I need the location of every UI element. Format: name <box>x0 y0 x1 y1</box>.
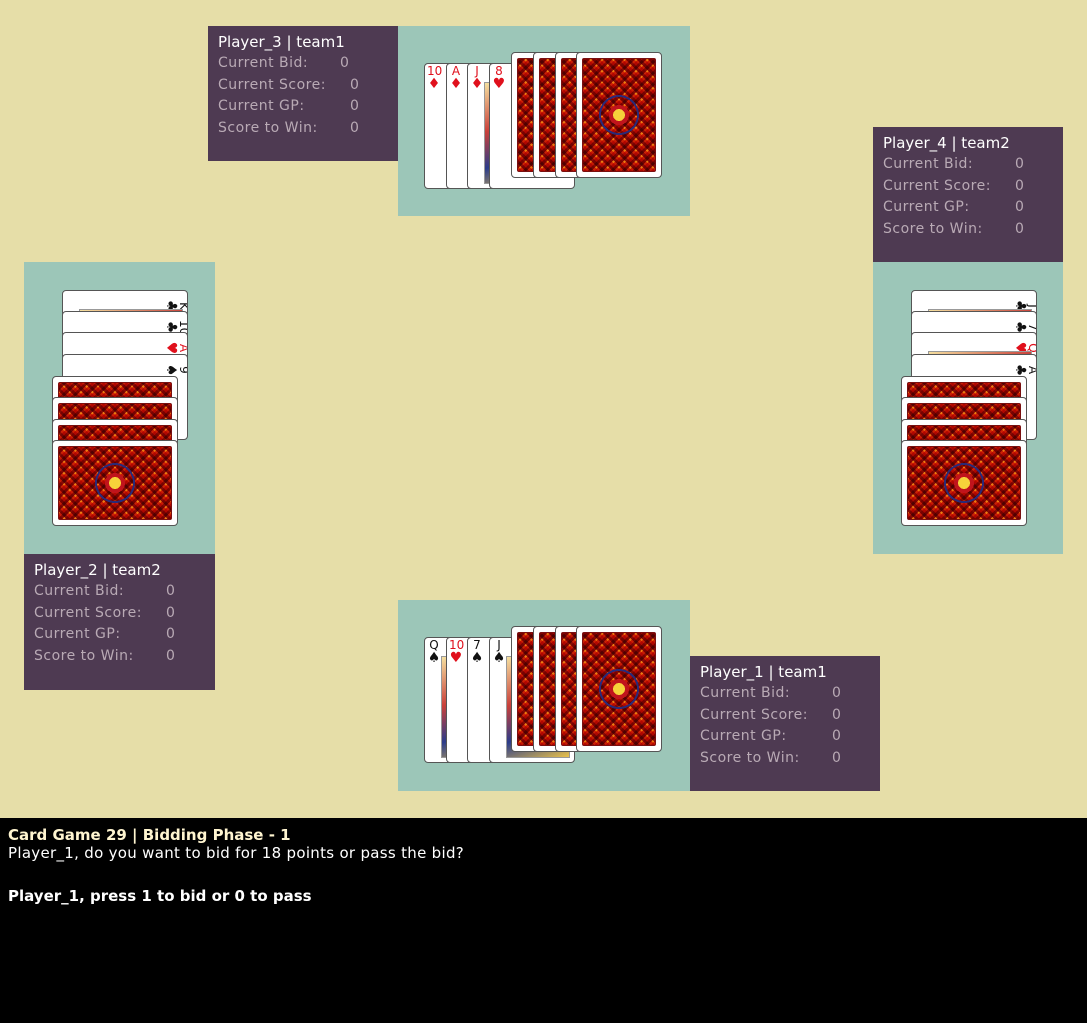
player-3-hand: 10♦♦A♦♦J♦8♥♥ <box>398 26 690 216</box>
score-label: Current Score: <box>883 177 991 194</box>
score-label: Current Score: <box>700 706 808 723</box>
card-back[interactable] <box>901 440 1027 526</box>
card-back[interactable] <box>576 52 662 178</box>
card-rank: 10 <box>427 64 443 78</box>
gp-value: 0 <box>166 626 176 642</box>
score-value: 0 <box>1015 177 1025 194</box>
win-value: 0 <box>832 749 842 766</box>
win-value: 0 <box>350 119 360 136</box>
card-rank: J <box>475 64 479 78</box>
win-label: Score to Win: <box>883 220 983 237</box>
game-console: Card Game 29 | Bidding Phase - 1 Player_… <box>0 818 1087 1023</box>
card-suit: ♠ <box>470 650 484 666</box>
gp-label: Current GP: <box>218 98 305 114</box>
gp-label: Current GP: <box>700 728 787 744</box>
score-value: 0 <box>832 706 842 723</box>
card-back-pattern <box>58 446 172 520</box>
player-3-title: Player_3 | team1 <box>218 33 345 51</box>
card-suit: ♥ <box>492 76 506 92</box>
card-back[interactable] <box>576 626 662 752</box>
score-label: Current Score: <box>34 604 142 621</box>
win-label: Score to Win: <box>34 647 134 664</box>
card-rank: A <box>451 64 461 78</box>
gp-value: 0 <box>350 98 360 114</box>
card-rank: 10 <box>449 638 465 652</box>
card-index: A♥ <box>163 341 187 355</box>
input-prompt[interactable]: Player_1, press 1 to bid or 0 to pass <box>8 887 312 905</box>
bid-value: 0 <box>1015 156 1025 172</box>
player-1-info: Player_1 | team1 Current Bid: 0 Current S… <box>690 656 880 791</box>
card-back[interactable] <box>52 440 178 526</box>
card-suit: ♠ <box>163 363 179 377</box>
player-3-info: Player_3 | team1 Current Bid: 0 Current S… <box>208 26 398 161</box>
card-index: A♣ <box>1012 363 1036 377</box>
card-rank: Q <box>429 638 439 652</box>
score-value: 0 <box>350 76 360 93</box>
card-back-pattern <box>582 632 656 746</box>
bid-label: Current Bid: <box>700 685 791 701</box>
player-2-info: Player_2 | team2 Current Bid: 0 Current S… <box>24 554 215 690</box>
card-suit: ♥ <box>449 650 463 666</box>
bid-value: 0 <box>832 685 842 701</box>
score-label: Current Score: <box>218 76 326 93</box>
win-value: 0 <box>1015 220 1025 237</box>
game-table: Player_3 | team1 Current Bid: 0 Current S… <box>24 26 1063 791</box>
gp-label: Current GP: <box>34 626 121 642</box>
card-index: 9♠ <box>163 363 187 377</box>
card-suit: ♦ <box>427 76 441 92</box>
card-index: 7♠ <box>470 639 484 665</box>
player-4-title: Player_4 | team2 <box>883 134 1010 152</box>
card-suit: ♦ <box>449 76 463 92</box>
player-2-title: Player_2 | team2 <box>34 561 161 579</box>
bid-label: Current Bid: <box>883 156 974 172</box>
win-value: 0 <box>166 647 176 664</box>
phase-header: Card Game 29 | Bidding Phase - 1 <box>8 826 291 844</box>
card-index: Q♠ <box>427 639 441 665</box>
card-index: J♦ <box>470 65 484 91</box>
bid-value: 0 <box>340 55 350 71</box>
score-value: 0 <box>166 604 176 621</box>
player-4-info: Player_4 | team2 Current Bid: 0 Current S… <box>873 127 1063 262</box>
bid-label: Current Bid: <box>218 55 309 71</box>
gp-value: 0 <box>832 728 842 744</box>
card-index: 8♥ <box>492 65 506 91</box>
gp-value: 0 <box>1015 199 1025 215</box>
bid-label: Current Bid: <box>34 583 125 599</box>
player-2-hand: K♣10♣♣A♥♥9♠♠ <box>24 262 215 554</box>
card-suit: ♦ <box>470 76 484 92</box>
player-4-hand: J♣7♣♣Q♥A♣♣ <box>873 262 1063 554</box>
card-rank: 7 <box>473 638 481 652</box>
bid-value: 0 <box>166 583 176 599</box>
card-index: 10♦ <box>427 64 443 92</box>
win-label: Score to Win: <box>218 119 318 136</box>
card-index: 10♥ <box>449 638 465 666</box>
player-1-title: Player_1 | team1 <box>700 663 827 681</box>
gp-label: Current GP: <box>883 199 970 215</box>
card-rank: J <box>497 638 501 652</box>
win-label: Score to Win: <box>700 749 800 766</box>
card-suit: ♥ <box>163 341 179 355</box>
card-suit: ♣ <box>1012 363 1028 377</box>
card-suit: ♠ <box>427 650 441 666</box>
card-rank: 8 <box>495 64 503 78</box>
card-index: A♦ <box>449 65 463 91</box>
card-back-pattern <box>582 58 656 172</box>
card-index: J♠ <box>492 639 506 665</box>
card-back-pattern <box>907 446 1021 520</box>
card-suit: ♠ <box>492 650 506 666</box>
bid-question: Player_1, do you want to bid for 18 poin… <box>8 844 465 862</box>
player-1-hand: Q♠10♥♥7♠♠J♠ <box>398 600 690 791</box>
